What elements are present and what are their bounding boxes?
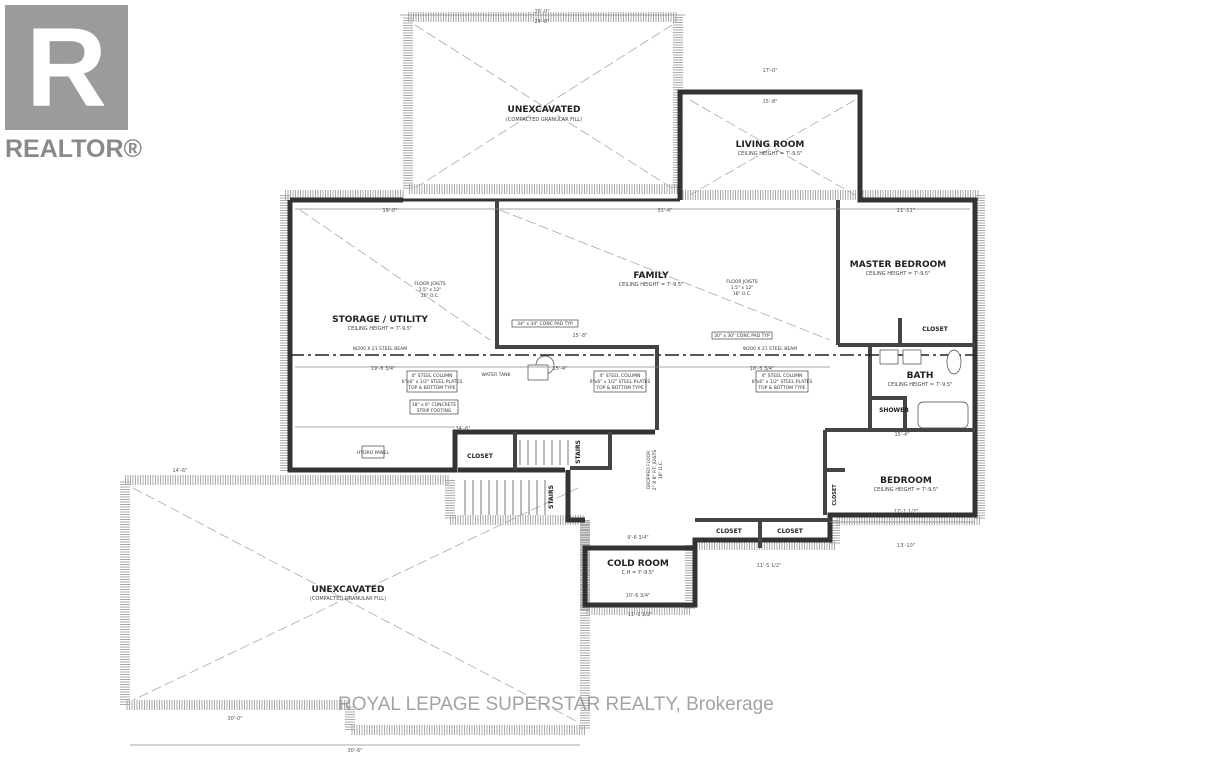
- svg-text:34'-6": 34'-6": [455, 426, 470, 432]
- room-cold-room: COLD ROOM: [607, 559, 669, 569]
- svg-text:26'-0": 26'-0": [534, 9, 549, 15]
- svg-text:18" x 6" CONCRETE: 18" x 6" CONCRETE: [412, 402, 457, 408]
- room-stairs-upper: STAIRS: [575, 440, 582, 464]
- room-bedroom: BEDROOM: [880, 476, 932, 486]
- svg-text:15'-4": 15'-4": [894, 432, 909, 438]
- beam-note-2: W200 X 21 STEEL BEAM: [743, 346, 797, 352]
- svg-text:6"x6" x 1/2" STEEL PLATES: 6"x6" x 1/2" STEEL PLATES: [590, 379, 651, 385]
- svg-text:DROPPED FLOOR: DROPPED FLOOR: [646, 451, 652, 489]
- room-unexcavated-bottom-sub: (COMPACTED GRANULAR FILL): [310, 596, 386, 602]
- room-closet-a: CLOSET: [716, 528, 743, 535]
- room-storage-utility: STORAGE / UTILITY: [332, 315, 428, 325]
- svg-text:2" X 8" P.T. JOISTS: 2" X 8" P.T. JOISTS: [652, 450, 658, 491]
- svg-text:19'-0": 19'-0": [382, 208, 397, 214]
- room-unexcavated-top: UNEXCAVATED: [508, 105, 581, 115]
- room-unexcavated-bottom: UNEXCAVATED: [312, 585, 385, 595]
- svg-text:30'-6": 30'-6": [347, 748, 362, 754]
- room-unexcavated-top-sub: (COMPACTED GRANULAR FILL): [506, 117, 582, 123]
- svg-text:6"x6" x 1/2" STEEL PLATES: 6"x6" x 1/2" STEEL PLATES: [402, 379, 463, 385]
- svg-text:17'-0": 17'-0": [762, 68, 777, 74]
- svg-text:15'-8": 15'-8": [572, 333, 587, 339]
- svg-text:TOP & BOTTOM TYPE: TOP & BOTTOM TYPE: [757, 385, 805, 391]
- joist-note-storage: FLOOR JOISTS 1.5" x 12" 16" O.C.: [414, 281, 445, 299]
- realtor-logo: R: [5, 5, 128, 130]
- svg-text:STRIP FOOTING: STRIP FOOTING: [417, 408, 452, 414]
- room-bedroom-closet: CLOSET: [832, 484, 838, 506]
- stairs: [464, 440, 569, 515]
- realtor-logo-mark: R: [26, 5, 107, 130]
- room-shower: SHOWER: [879, 407, 909, 414]
- room-stairs-lower: STAIRS: [548, 485, 555, 509]
- water-tank-label: WATER TANK: [482, 372, 512, 378]
- exterior-walls: [287, 89, 978, 608]
- room-closet-b: CLOSET: [777, 528, 804, 535]
- svg-text:1.5" x 12": 1.5" x 12": [419, 287, 442, 293]
- interior-walls: [495, 200, 975, 548]
- room-cold-sub: C.H = 7'-9.5": [622, 570, 655, 576]
- svg-text:15'-4": 15'-4": [552, 366, 567, 372]
- pad-note-a: 34" x 34" CONC PAD TYP: [517, 321, 573, 327]
- pad-note-b: 30" x 30" CONC PAD TYP: [714, 333, 770, 339]
- room-bedroom-sub: CEILING HEIGHT = 7'-9.5": [874, 487, 939, 493]
- room-family: FAMILY: [633, 271, 669, 281]
- svg-text:4" STEEL COLUMN: 4" STEEL COLUMN: [411, 373, 452, 379]
- svg-text:FLOOR JOISTS: FLOOR JOISTS: [414, 281, 445, 287]
- svg-text:TOP & BOTTOM TYPE: TOP & BOTTOM TYPE: [407, 385, 455, 391]
- room-bath-sub: CEILING HEIGHT = 7'-9.5": [888, 382, 953, 388]
- room-family-sub: CEILING HEIGHT = 7'-9.5": [619, 282, 684, 288]
- svg-text:16'-5 3/4": 16'-5 3/4": [750, 366, 775, 372]
- room-living: LIVING ROOM: [736, 140, 805, 150]
- realtor-logo-text: REALTOR®: [5, 135, 142, 163]
- room-closet-stairs: CLOSET: [467, 453, 494, 460]
- svg-text:30'-0": 30'-0": [227, 716, 242, 722]
- svg-text:9'-6 3/4": 9'-6 3/4": [627, 535, 648, 541]
- svg-text:24'-8": 24'-8": [534, 19, 549, 25]
- svg-text:17'-1 1/2": 17'-1 1/2": [894, 509, 919, 515]
- svg-text:15'-8": 15'-8": [762, 99, 777, 105]
- svg-text:16" O.C.: 16" O.C.: [658, 461, 664, 480]
- svg-text:1.5" x 12": 1.5" x 12": [731, 285, 754, 291]
- svg-text:16" O.C.: 16" O.C.: [421, 293, 440, 299]
- joist-note-family: FLOOR JOISTS 1.5" x 12" 16" O.C.: [726, 279, 757, 297]
- svg-text:FLOOR JOISTS: FLOOR JOISTS: [726, 279, 757, 285]
- svg-text:4" STEEL COLUMN: 4" STEEL COLUMN: [761, 373, 802, 379]
- dimension-labels: 26'-0" 24'-8" 17'-0" 15'-8" 19'-0" 31'-4…: [172, 9, 918, 754]
- svg-text:14'-6": 14'-6": [172, 468, 187, 474]
- svg-text:4" STEEL COLUMN: 4" STEEL COLUMN: [599, 373, 640, 379]
- hydro-panel-label: HYDRO PANEL: [357, 450, 389, 456]
- beam-note: W200 X 21 STEEL BEAM: [353, 346, 407, 352]
- room-master-sub: CEILING HEIGHT = 7'-9.5": [866, 271, 931, 277]
- bath-fixtures: [527, 349, 969, 429]
- room-master-closet: CLOSET: [922, 326, 949, 333]
- svg-text:31'-4": 31'-4": [657, 208, 672, 214]
- svg-text:19'-8 3/4": 19'-8 3/4": [371, 366, 396, 372]
- brokerage-watermark: ROYAL LEPAGE SUPERSTAR REALTY, Brokerage: [338, 694, 774, 715]
- room-bath: BATH: [907, 371, 934, 381]
- room-storage-sub: CEILING HEIGHT = 7'-9.5": [348, 326, 413, 332]
- svg-text:6"x6" x 1/2" STEEL PLATES: 6"x6" x 1/2" STEEL PLATES: [752, 379, 813, 385]
- svg-text:13'-10": 13'-10": [897, 543, 915, 549]
- foundation-band: [120, 12, 985, 735]
- svg-text:11'-5 1/2": 11'-5 1/2": [757, 563, 782, 569]
- svg-text:10'-6 3/4": 10'-6 3/4": [626, 593, 651, 599]
- svg-text:TOP & BOTTOM TYPE: TOP & BOTTOM TYPE: [595, 385, 643, 391]
- svg-text:11'-11": 11'-11": [897, 208, 915, 214]
- svg-text:11'-1 1/2": 11'-1 1/2": [628, 612, 653, 618]
- room-living-sub: CEILING HEIGHT = 7'-9.5": [738, 151, 803, 157]
- dimension-lines: [130, 14, 975, 746]
- svg-text:16" O.C.: 16" O.C.: [733, 291, 752, 297]
- unexcavated-crosses: [132, 24, 856, 723]
- room-master-bedroom: MASTER BEDROOM: [850, 260, 946, 270]
